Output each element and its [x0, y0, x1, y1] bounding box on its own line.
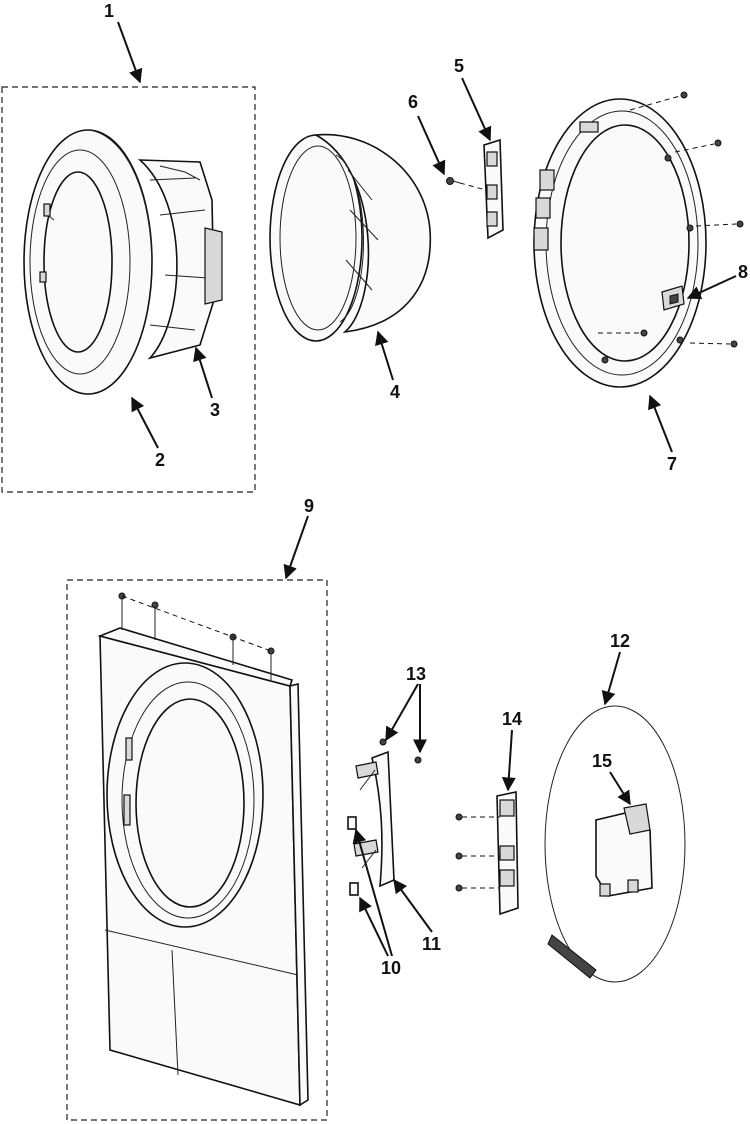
callout-8: 8	[738, 262, 748, 282]
wire-harness	[544, 705, 686, 983]
callout-12: 12	[610, 631, 630, 651]
front-panel-group-box	[66, 579, 328, 1121]
callout-14: 14	[502, 709, 522, 729]
door-latch-hook	[661, 285, 685, 311]
callout-13: 13	[406, 664, 426, 684]
callout-9: 9	[304, 496, 314, 516]
hinge-plate	[483, 138, 504, 240]
handle-screws	[379, 738, 422, 764]
door-handle	[353, 750, 395, 888]
door-outer-ring	[23, 129, 153, 395]
door-lock-bracket	[455, 791, 519, 916]
callout-labels: 1 2 3 4 5 6 7 8 9 10 11 12 13 14 15	[104, 1, 748, 978]
callout-7: 7	[667, 454, 677, 474]
handle-pins	[347, 816, 359, 896]
front-panel	[97, 627, 309, 1107]
callout-arrows	[117, 21, 737, 957]
callout-3: 3	[210, 400, 220, 420]
callout-11: 11	[422, 934, 441, 954]
door-cover-ring	[533, 98, 707, 388]
callout-15: 15	[592, 751, 612, 771]
door-inner-frame	[137, 159, 223, 360]
callout-1: 1	[104, 1, 114, 21]
door-lock-switch	[595, 803, 653, 897]
callout-6: 6	[408, 92, 418, 112]
callout-4: 4	[390, 382, 400, 402]
callout-2: 2	[155, 450, 165, 470]
hinge-screw	[446, 177, 487, 191]
door-assembly-group-box	[1, 86, 256, 493]
cover-ring-screws	[598, 91, 744, 348]
callout-5: 5	[454, 56, 464, 76]
front-panel-screws	[118, 592, 275, 680]
callout-10: 10	[381, 958, 401, 978]
door-glass	[269, 133, 432, 342]
